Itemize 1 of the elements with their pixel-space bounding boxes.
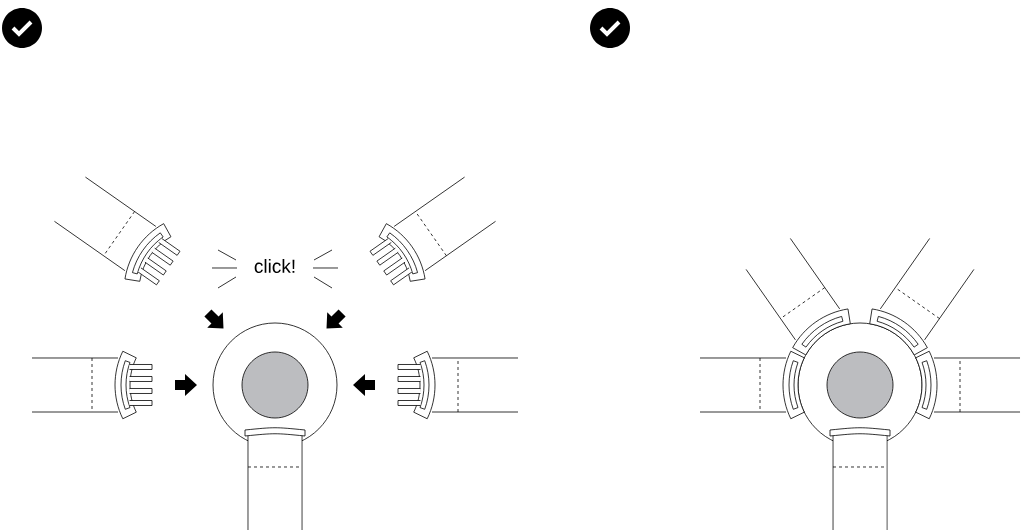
sound-label: click! — [254, 259, 295, 273]
